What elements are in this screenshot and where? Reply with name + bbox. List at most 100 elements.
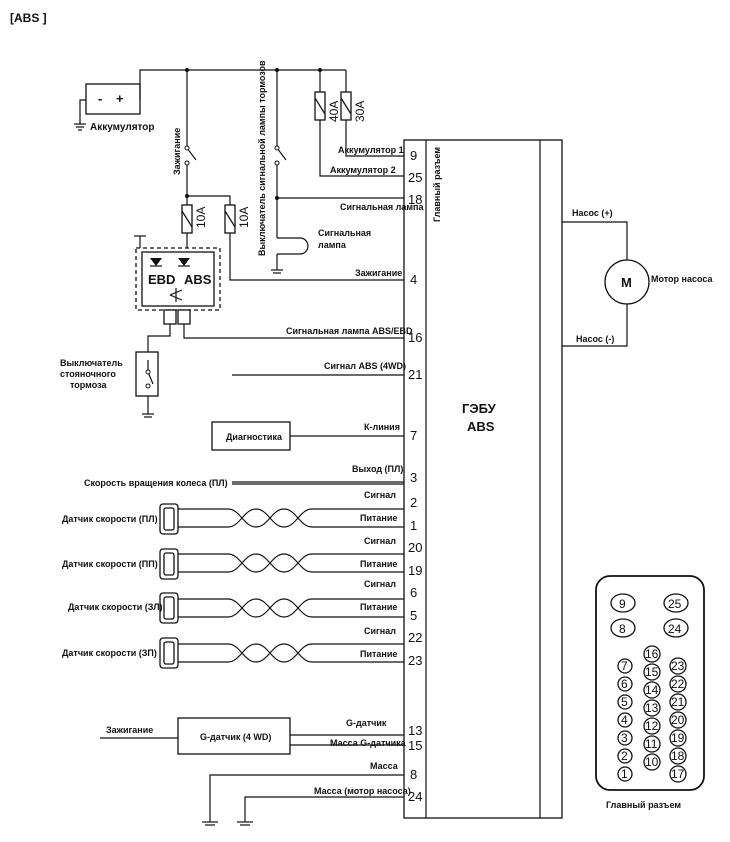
ecu-title-line2: ABS [467,419,495,434]
ignition-switch: Зажигание [172,70,197,190]
conn-right-1: 22 [671,677,685,691]
pin-18-num: 18 [408,192,422,207]
g-sensor-label: G-датчик (4 WD) [200,732,271,742]
fuse-10a-b-label: 10A [237,207,251,228]
ecu-title-line1: ГЭБУ [462,401,497,416]
battery-plus: + [116,91,124,106]
pin-21-label: Сигнал ABS (4WD) [324,361,406,371]
pin-4-label: Зажигание [355,268,402,278]
speed-sensor-rr-label: Датчик скорости (ЗП) [62,648,157,658]
speed-sensor-rl-label: Датчик скорости (ЗЛ) [68,602,163,612]
diagnostics-label: Диагностика [226,432,283,442]
pin-23-label: Питание [360,649,397,659]
battery: - + Аккумулятор [74,83,155,133]
battery-label: Аккумулятор [90,122,155,133]
g-sensor-ign-label: Зажигание [106,725,153,735]
conn-middle-column: 16 15 14 13 12 11 10 [643,645,661,771]
parking-switch-line3: тормоза [70,380,107,390]
pin-20-num: 20 [408,540,422,555]
brake-lamp-switch-label: Выключатель сигнальной лампы тормозов [257,60,267,256]
conn-left-0: 7 [621,659,628,673]
pump-motor: M Насос (+) Насос (-) Мотор насоса [562,208,713,347]
conn-right-6: 17 [671,767,685,781]
pump-motor-label: Мотор насоса [651,274,713,284]
conn-top-2: 8 [619,622,626,636]
battery-minus: - [98,91,102,106]
conn-mid-3: 13 [645,701,659,715]
fuse-30a-label: 30A [353,101,367,122]
pin-6-label: Сигнал [364,579,396,589]
conn-top-3: 24 [668,622,682,636]
conn-left-1: 6 [621,677,628,691]
diagram-title: [ABS ] [10,11,47,25]
pump-motor-letter: M [621,275,632,290]
conn-mid-4: 12 [645,719,659,733]
pin-1-label: Питание [360,513,397,523]
wheel-speed-label: Скорость вращения колеса (ПЛ) [84,478,228,488]
pin-16-label: Сигнальная лампа ABS/EBD [286,326,413,336]
cluster-abs: ABS [184,272,212,287]
pin-8-num: 8 [410,767,417,782]
pin-16-num: 16 [408,330,422,345]
pin-3-label: Выход (ПЛ) [352,464,403,474]
pin-20-label: Сигнал [364,536,396,546]
fuse-10a-a-label: 10A [194,207,208,228]
pin-3-num: 3 [410,470,417,485]
conn-left-4: 3 [621,731,628,745]
warning-lamp-label-2: лампа [318,240,347,250]
pin-13-label: G-датчик [346,718,387,728]
pin-5-label: Питание [360,602,397,612]
pin-25-label: Аккумулятор 2 [330,165,396,175]
pump-plus-label: Насос (+) [572,208,613,218]
speed-sensor-rr: Датчик скорости (ЗП) [62,637,404,669]
brake-lamp-switch: Выключатель сигнальной лампы тормозов [257,60,287,256]
parking-switch-line1: Выключатель [60,358,123,368]
fuse-40a-label: 40A [327,101,341,122]
conn-right-0: 23 [671,659,685,673]
pin-21-num: 21 [408,367,422,382]
pin-2-label: Сигнал [364,490,396,500]
fuse-30a: 30A [340,91,367,122]
connector-caption: Главный разъем [606,800,681,810]
conn-right-column: 23 22 21 20 19 18 17 [669,657,687,783]
pin-19-num: 19 [408,563,422,578]
conn-left-6: 1 [621,767,628,781]
cluster-ebd: EBD [148,272,175,287]
pin-5-num: 5 [410,608,417,623]
pin-24-num: 24 [408,789,422,804]
conn-mid-5: 11 [645,737,658,751]
pin-15-label: Масса G-датчика [330,738,407,748]
pin-25-num: 25 [408,170,422,185]
pin-8-label: Масса [370,761,399,771]
speed-sensor-fl-label: Датчик скорости (ПЛ) [62,514,158,524]
conn-right-3: 20 [671,713,685,727]
pump-minus-label: Насос (-) [576,334,614,344]
pin-19-label: Питание [360,559,397,569]
connector-pinout: 9 25 8 24 7 6 5 4 3 2 1 16 15 14 13 12 1… [595,575,705,810]
pin-13-num: 13 [408,723,422,738]
pin-23-num: 23 [408,653,422,668]
conn-top-0: 9 [619,597,626,611]
fuse-40a: 40A [314,91,341,122]
parking-brake-switch: Выключатель стояночного тормоза [60,351,159,418]
ecu-connector-label: Главный разъем [432,147,442,222]
conn-mid-6: 10 [645,755,659,769]
pin-2-num: 2 [410,495,417,510]
ignition-switch-label: Зажигание [172,128,182,175]
conn-right-4: 19 [671,731,685,745]
pin-9-label: Аккумулятор 1 [338,145,404,155]
instrument-cluster: EBD ABS [134,235,221,311]
conn-right-2: 21 [671,695,685,709]
fuse-10a-b: 10A [224,204,251,234]
pin-22-label: Сигнал [364,626,396,636]
pin-1-num: 1 [410,518,417,533]
conn-left-column: 7 6 5 4 3 2 1 [617,658,633,782]
parking-switch-line2: стояночного [60,369,116,379]
ecu-pins: 9 Аккумулятор 1 25 Аккумулятор 2 18 Сигн… [84,145,424,826]
conn-mid-1: 15 [645,665,659,679]
pin-7-num: 7 [410,428,417,443]
speed-sensor-fl: Датчик скорости (ПЛ) [62,503,404,535]
g-sensor-box: G-датчик (4 WD) Зажигание [100,717,291,755]
pin-9-num: 9 [410,148,417,163]
